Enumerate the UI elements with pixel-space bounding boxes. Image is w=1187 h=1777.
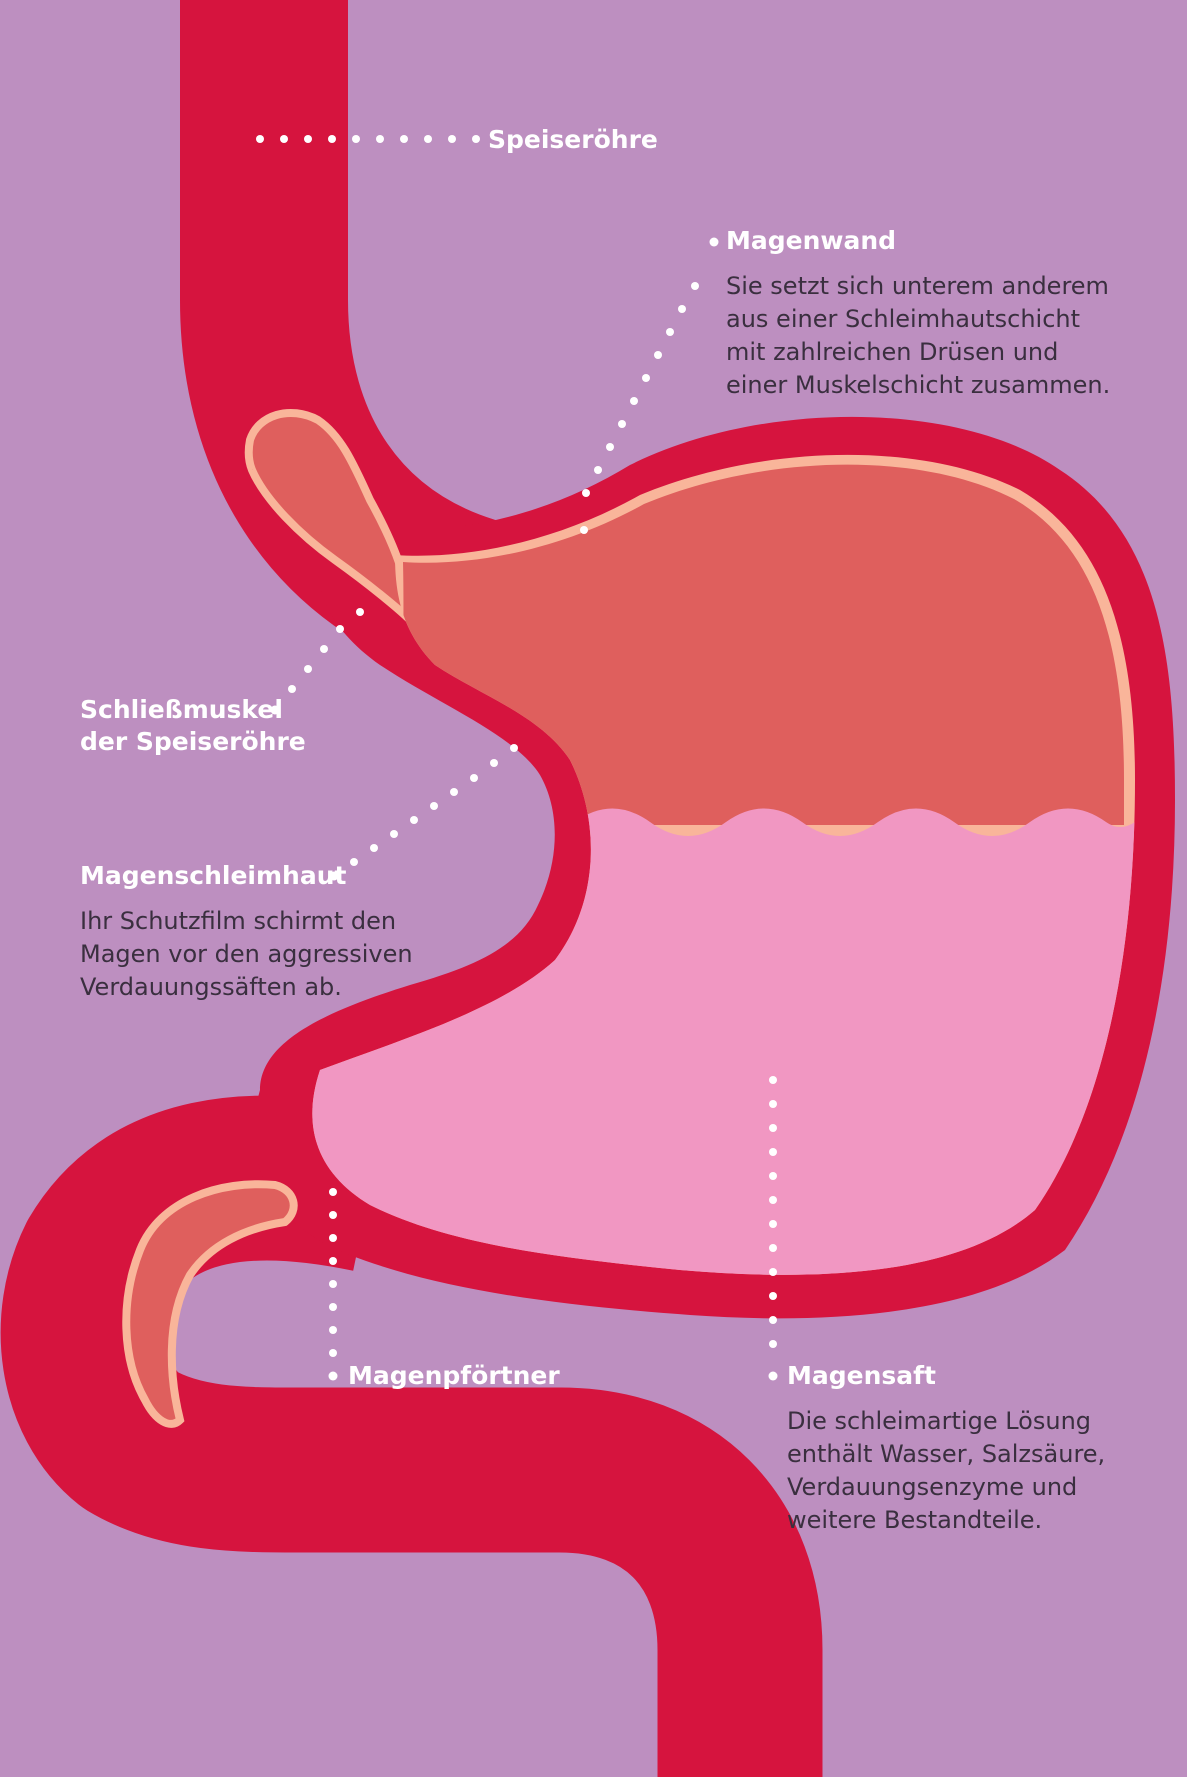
- label-magenwand: Magenwand: [726, 225, 896, 257]
- description-magenschleimhaut: Ihr Schutzfilm schirmt den Magen vor den…: [80, 905, 440, 1004]
- leader-magenpfoertner: [329, 1188, 338, 1381]
- label-speiseroehre: Speiseröhre: [488, 124, 658, 156]
- description-magenwand: Sie setzt sich unterem anderem aus einer…: [726, 270, 1126, 402]
- label-magenpfoertner: Magenpförtner: [348, 1360, 560, 1392]
- label-magenschleimhaut: Magenschleimhaut: [80, 860, 346, 892]
- label-schliessmuskel-line1: Schließmuskel: [80, 694, 283, 726]
- description-magensaft: Die schleimartige Lösung enthält Wasser,…: [787, 1405, 1132, 1537]
- label-magensaft: Magensaft: [787, 1360, 936, 1392]
- label-schliessmuskel-line2: der Speiseröhre: [80, 726, 306, 758]
